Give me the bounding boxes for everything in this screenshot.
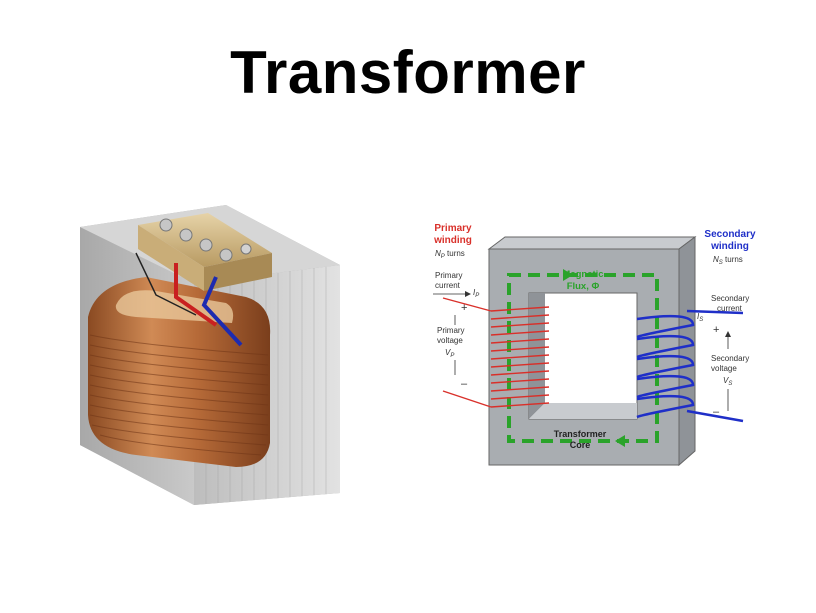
- primary-voltage-symbol: VP: [445, 348, 454, 359]
- secondary-winding-label: Secondary: [704, 229, 756, 240]
- secondary-voltage-label: Secondary: [711, 354, 749, 363]
- flux-path: [507, 273, 659, 443]
- primary-voltage-label: Primary: [437, 326, 465, 335]
- arrow-icon: [465, 291, 471, 297]
- flux-arrow-icon: [615, 435, 625, 447]
- flux-label: Flux, Φ: [567, 281, 600, 292]
- secondary-current-label: current: [717, 304, 743, 313]
- primary-winding-label: Primary: [434, 223, 472, 234]
- transformer-diagram: Primary winding NP turns Primary current…: [433, 223, 756, 467]
- red-wire: [174, 263, 218, 327]
- secondary-plus: +: [713, 324, 719, 336]
- primary-plus: +: [461, 302, 467, 314]
- arrow-icon: [725, 331, 731, 337]
- primary-voltage-label: voltage: [437, 336, 463, 345]
- primary-winding: [442, 297, 550, 408]
- core-label: Transformer: [554, 429, 607, 439]
- secondary-voltage-symbol: VS: [723, 376, 732, 387]
- core-label: Core: [570, 440, 591, 450]
- secondary-winding: [636, 309, 744, 423]
- transformer-photo: [80, 205, 340, 505]
- secondary-winding-label: winding: [710, 241, 749, 252]
- primary-current-symbol: IP: [473, 288, 479, 299]
- blue-wire: [201, 276, 243, 347]
- secondary-current-symbol: IS: [697, 312, 703, 323]
- secondary-voltage-label: voltage: [711, 364, 737, 373]
- flux-label: Magnetic: [562, 269, 603, 280]
- terminal-block: [138, 213, 272, 291]
- primary-minus: –: [461, 378, 468, 390]
- primary-turns-label: NP turns: [435, 249, 465, 260]
- slide-title: Transformer: [230, 39, 586, 106]
- flux-arrow-icon: [563, 269, 573, 281]
- secondary-turns-label: NS turns: [713, 255, 743, 266]
- primary-current-label: current: [435, 281, 461, 290]
- primary-winding-label: winding: [433, 235, 472, 246]
- primary-current-label: Primary: [435, 271, 463, 280]
- secondary-current-label: Secondary: [711, 294, 749, 303]
- secondary-minus: –: [713, 406, 720, 418]
